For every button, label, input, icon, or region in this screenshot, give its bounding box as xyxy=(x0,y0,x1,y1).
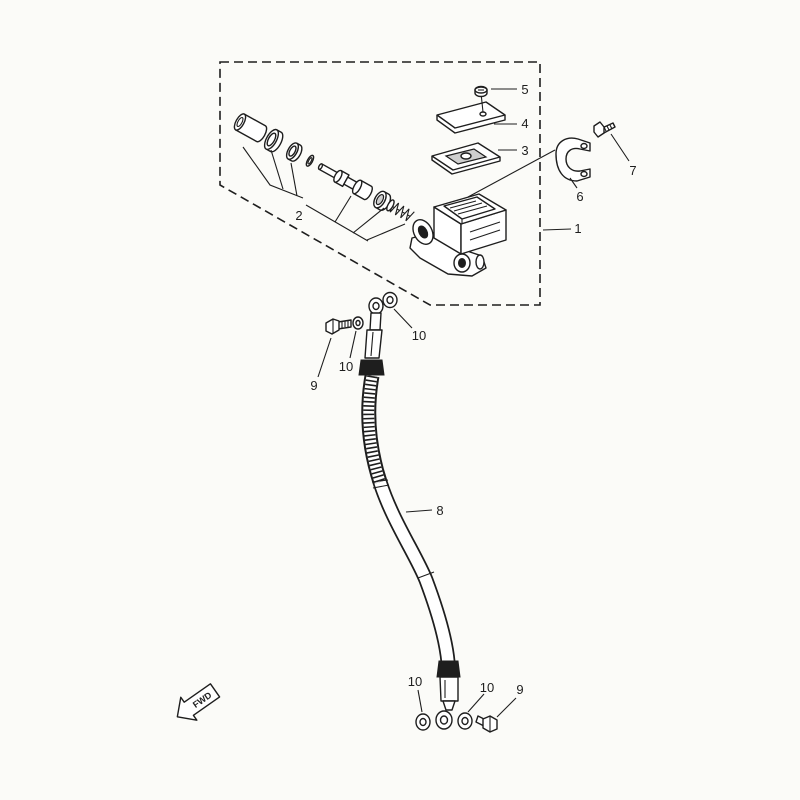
copper-washer-bottom-left xyxy=(415,713,431,731)
fwd-arrow-icon: FWD xyxy=(176,683,221,721)
union-bolt-top xyxy=(325,318,352,335)
callout-part-6: 6 xyxy=(576,189,583,204)
leader-10-bottom-left xyxy=(417,689,423,713)
callout-part-1: 1 xyxy=(574,221,581,236)
leader-6 xyxy=(569,177,578,189)
assembly-boundary xyxy=(219,61,541,306)
callout-part-7: 7 xyxy=(629,163,636,178)
copper-washer-top-right xyxy=(382,291,398,309)
callout-part-10-top-right: 10 xyxy=(412,328,426,343)
piston-boot xyxy=(233,113,268,143)
master-cylinder-body xyxy=(409,193,507,277)
leader-10-top-left xyxy=(349,330,357,359)
callout-part-9-bottom: 9 xyxy=(516,682,523,697)
brake-hose xyxy=(358,297,461,711)
callout-part-10-top-left: 10 xyxy=(339,359,353,374)
leader-9-top xyxy=(317,337,332,378)
piston-kit xyxy=(233,113,415,222)
leader-7 xyxy=(610,133,630,162)
o-ring xyxy=(305,154,315,167)
leader-10-top-right xyxy=(393,308,413,329)
piston-seal-ring xyxy=(263,128,284,153)
diaphragm xyxy=(431,142,501,175)
return-spring xyxy=(386,199,415,222)
part-2-leaders xyxy=(242,146,406,242)
copper-washer-top-left xyxy=(352,316,364,330)
leader-9-bottom xyxy=(496,697,517,718)
callout-part-10-bottom-right: 10 xyxy=(480,680,494,695)
piston xyxy=(317,163,373,201)
callout-part-5: 5 xyxy=(521,82,528,97)
holder-clamp xyxy=(555,137,591,182)
callout-part-10-bottom-left: 10 xyxy=(408,674,422,689)
leader-1 xyxy=(542,228,572,231)
leader-8 xyxy=(405,509,433,513)
callout-part-9-top: 9 xyxy=(310,378,317,393)
callout-part-2: 2 xyxy=(295,208,302,223)
cap-screw xyxy=(474,85,488,113)
reservoir-cap xyxy=(436,101,506,134)
clamp-alignment-line xyxy=(467,149,556,198)
hose-banjo-eye-bottom xyxy=(435,710,453,730)
clamp-bolt xyxy=(593,121,616,138)
union-bolt-bottom xyxy=(475,715,498,733)
piston-washer xyxy=(285,142,303,162)
copper-washer-bottom-right xyxy=(457,712,473,730)
leader-10-bottom-right xyxy=(467,693,485,713)
callout-part-3: 3 xyxy=(521,143,528,158)
callout-part-8: 8 xyxy=(436,503,443,518)
callout-part-4: 4 xyxy=(521,116,528,131)
